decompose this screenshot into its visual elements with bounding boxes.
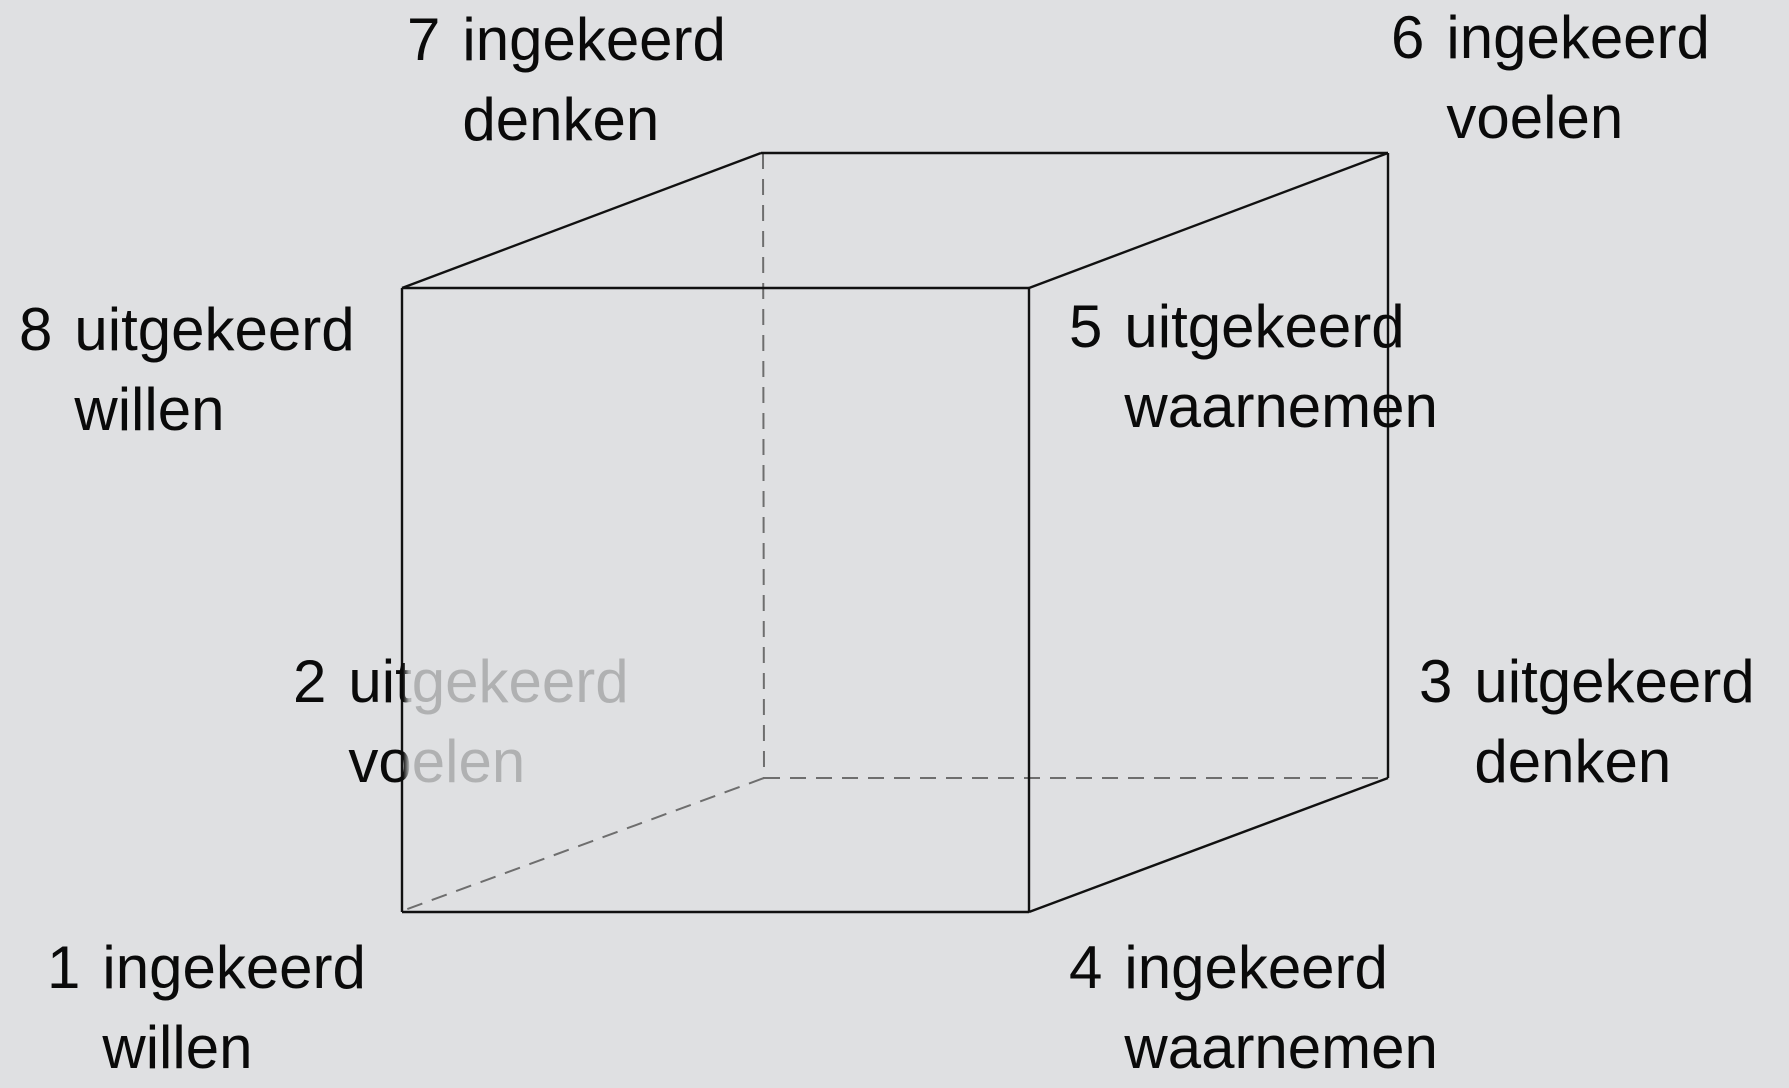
corner-function: denken (462, 86, 660, 153)
corner-function: voelen (1446, 84, 1624, 151)
corner-label-7: 7 ingekeerd denken (407, 0, 726, 160)
corner-function: waarnemen (1124, 373, 1438, 440)
corner-number: 2 (293, 648, 327, 715)
corner-orientation: ingekeerd (1124, 934, 1388, 1001)
edge-top-left-diagonal (401, 151, 762, 290)
edge-bottom-right-diagonal (1028, 776, 1389, 914)
corner-label-2: 2 uitgekeerd voelen (293, 642, 629, 802)
corner-function: willen (74, 376, 225, 443)
corner-number: 7 (407, 6, 441, 73)
corner-number: 8 (19, 296, 53, 363)
corner-function: waarnemen (1124, 1014, 1438, 1081)
corner-label-8: 8 uitgekeerd willen (19, 290, 355, 450)
corner-orientation: uitgekeerd (348, 648, 629, 715)
corner-label-6: 6 ingekeerd voelen (1391, 0, 1710, 158)
corner-number: 3 (1419, 648, 1453, 715)
corner-orientation: uitgekeerd (74, 296, 355, 363)
corner-function: denken (1474, 728, 1672, 795)
corner-function: voelen (348, 728, 526, 795)
corner-label-5: 5 uitgekeerd waarnemen (1069, 287, 1438, 447)
corner-function: willen (102, 1014, 253, 1081)
corner-orientation: ingekeerd (102, 934, 366, 1001)
corner-label-1: 1 ingekeerd willen (47, 928, 366, 1088)
corner-number: 6 (1391, 4, 1425, 71)
corner-orientation: uitgekeerd (1124, 293, 1405, 360)
corner-number: 5 (1069, 293, 1103, 360)
corner-orientation: ingekeerd (462, 6, 726, 73)
hidden-edge-bottom-left-diagonal (401, 777, 765, 912)
corner-orientation: ingekeerd (1446, 4, 1710, 71)
corner-label-3: 3 uitgekeerd denken (1419, 642, 1755, 802)
edge-top-right-diagonal (1028, 151, 1389, 290)
corner-orientation: uitgekeerd (1474, 648, 1755, 715)
hidden-edge-back-vertical (762, 152, 765, 779)
corner-number: 1 (47, 934, 81, 1001)
corner-number: 4 (1069, 934, 1103, 1001)
corner-label-4: 4 ingekeerd waarnemen (1069, 928, 1438, 1088)
